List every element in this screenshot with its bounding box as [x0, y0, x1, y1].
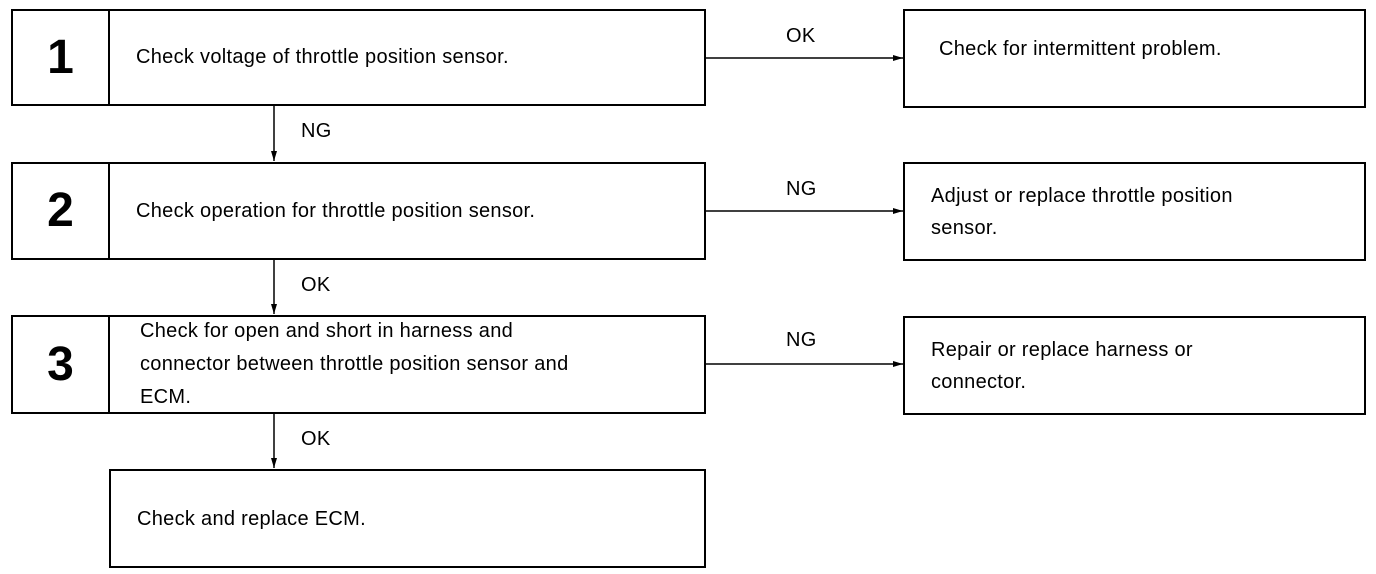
step-2-number: 2 [13, 164, 110, 258]
result-3-box: Repair or replace harness or connector. [903, 316, 1366, 415]
down-label-2: OK [301, 274, 331, 296]
step-1-text: Check voltage of throttle position senso… [136, 46, 509, 68]
final-step-text: Check and replace ECM. [137, 507, 366, 530]
down-label-3: OK [301, 428, 331, 450]
step-3-number: 3 [13, 317, 110, 412]
step-1-box: 1 Check voltage of throttle position sen… [11, 9, 706, 106]
down-label-1: NG [301, 120, 332, 142]
result-1-text: Check for intermittent problem. [939, 38, 1222, 60]
branch-label-1: OK [786, 25, 816, 47]
branch-label-3: NG [786, 329, 817, 351]
final-step-box: Check and replace ECM. [109, 469, 706, 568]
result-3-text: Repair or replace harness or connector. [931, 338, 1193, 393]
result-1-box: Check for intermittent problem. [903, 9, 1366, 108]
branch-label-2: NG [786, 178, 817, 200]
step-3-box: 3 Check for open and short in harness an… [11, 315, 706, 414]
step-2-box: 2 Check operation for throttle position … [11, 162, 706, 260]
step-2-text: Check operation for throttle position se… [136, 199, 536, 222]
step-3-text: Check for open and short in harness and … [140, 320, 569, 408]
result-2-text: Adjust or replace throttle position sens… [931, 184, 1233, 239]
result-2-box: Adjust or replace throttle position sens… [903, 162, 1366, 261]
step-1-number: 1 [13, 11, 110, 104]
